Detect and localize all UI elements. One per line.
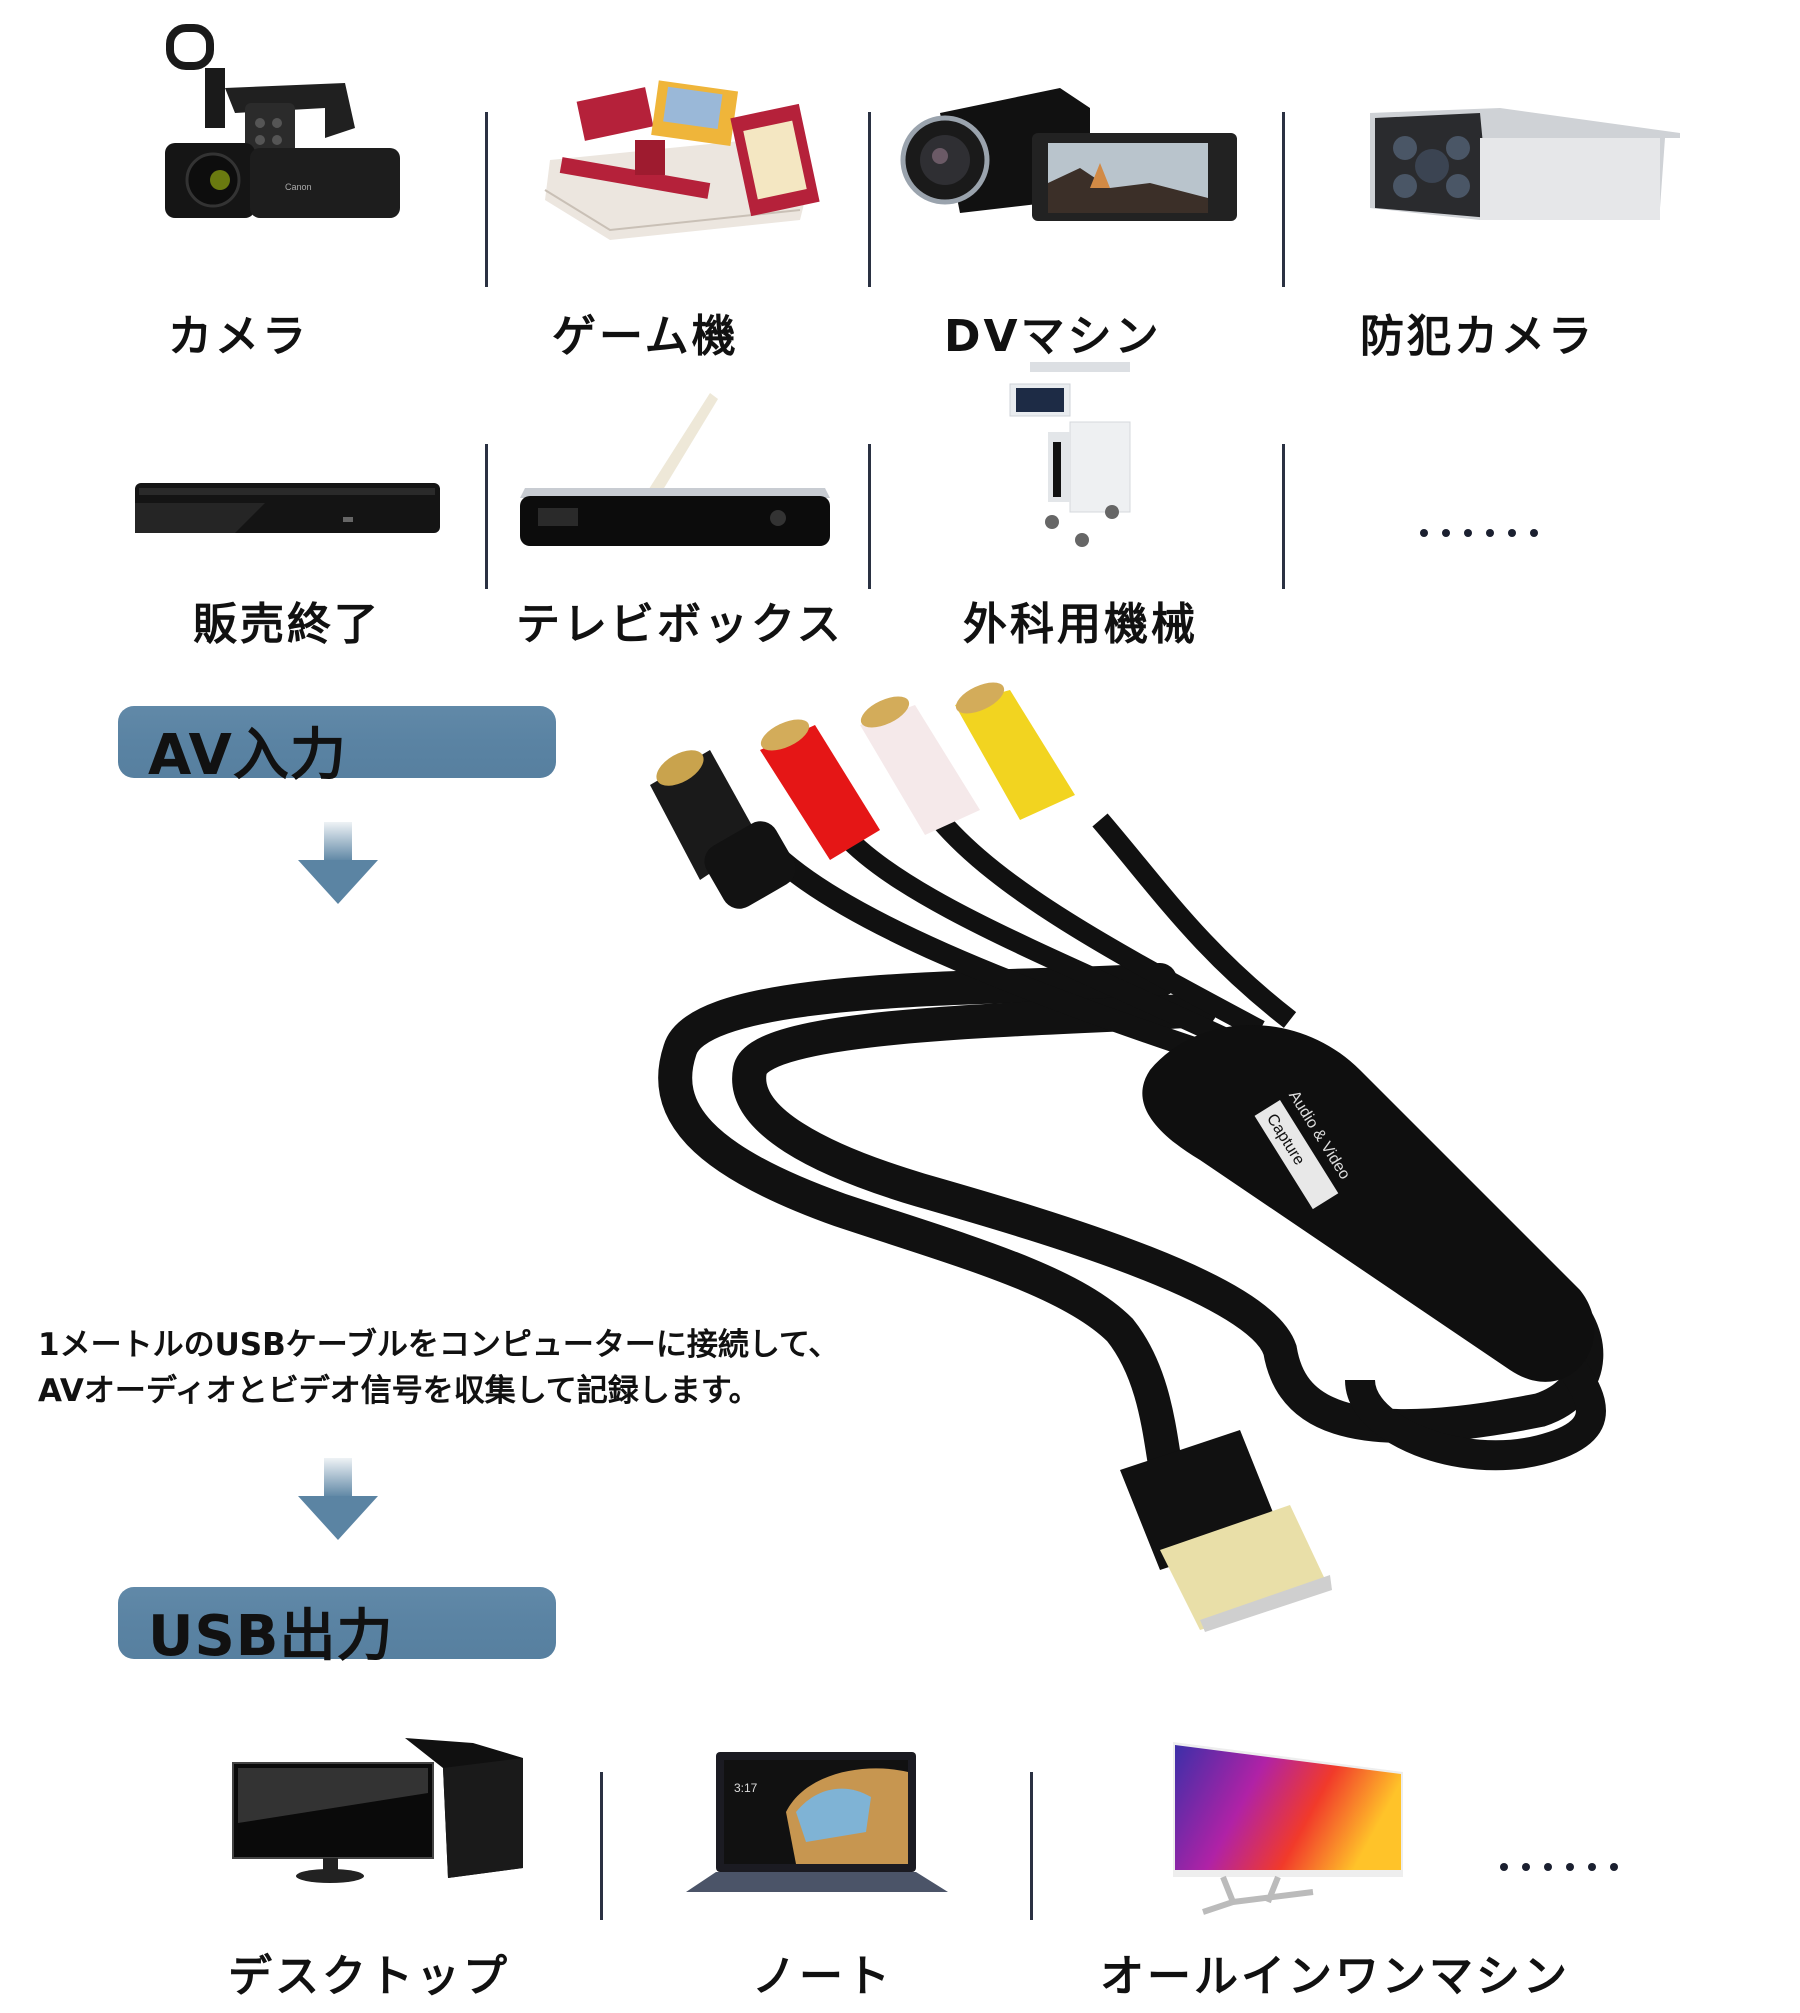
pro-camcorder-icon: Canon [165, 24, 400, 218]
dvd-player-icon [135, 483, 440, 533]
device-label-security-camera: 防犯カメラ [1360, 311, 1595, 362]
divider [1282, 112, 1285, 287]
dv-camcorder-icon [900, 88, 1237, 221]
capture-cable-image: Capture Audio & Video [650, 682, 1606, 1632]
divider [485, 444, 488, 589]
divider [1030, 1772, 1033, 1920]
device-label-discontinued: 販売終了 [193, 599, 381, 650]
description-text: 1メートルのUSBケーブルをコンピューターに接続して、 AVオーディオとビデオ信… [38, 1322, 839, 1414]
down-arrow-icon [298, 1458, 378, 1543]
device-label-all-in-one: オールインワンマシン [1100, 1951, 1570, 2002]
usb-output-badge: USB出力 [118, 1587, 556, 1669]
description-line-1: 1メートルのUSBケーブルをコンピューターに接続して、 [38, 1327, 840, 1363]
device-label-dv-machine: DVマシン [944, 311, 1162, 362]
divider [1282, 444, 1285, 589]
description-line-2: AVオーディオとビデオ信号を収集して記録します。 [38, 1373, 760, 1409]
laptop-icon: 3:17 [686, 1752, 948, 1892]
divider [600, 1772, 603, 1920]
tv-box-icon [520, 393, 830, 546]
desktop-pc-icon [232, 1738, 523, 1883]
av-input-label: AV入力 [148, 723, 347, 788]
all-in-one-pc-icon [1173, 1742, 1403, 1915]
usb-output-label: USB出力 [148, 1604, 394, 1669]
ellipsis-icon [1420, 529, 1538, 537]
device-label-camera: カメラ [168, 311, 309, 362]
divider [868, 112, 871, 287]
device-label-laptop: ノート [752, 1951, 893, 2002]
divider [868, 444, 871, 589]
divider [485, 112, 488, 287]
svg-text:3:17: 3:17 [734, 1781, 758, 1795]
av-input-badge: AV入力 [118, 706, 556, 788]
surgical-machine-icon [1009, 362, 1131, 547]
device-label-tv-box: テレビボックス [516, 599, 844, 650]
device-label-game-console: ゲーム機 [552, 311, 739, 362]
device-label-surgical-machine: 外科用機械 [963, 599, 1198, 650]
security-camera-icon [1370, 108, 1680, 220]
down-arrow-icon [298, 822, 378, 907]
svg-text:Canon: Canon [285, 182, 312, 192]
device-label-desktop: デスクトップ [228, 1951, 510, 2002]
ellipsis-icon [1500, 1863, 1618, 1871]
game-console-icon [544, 80, 820, 240]
